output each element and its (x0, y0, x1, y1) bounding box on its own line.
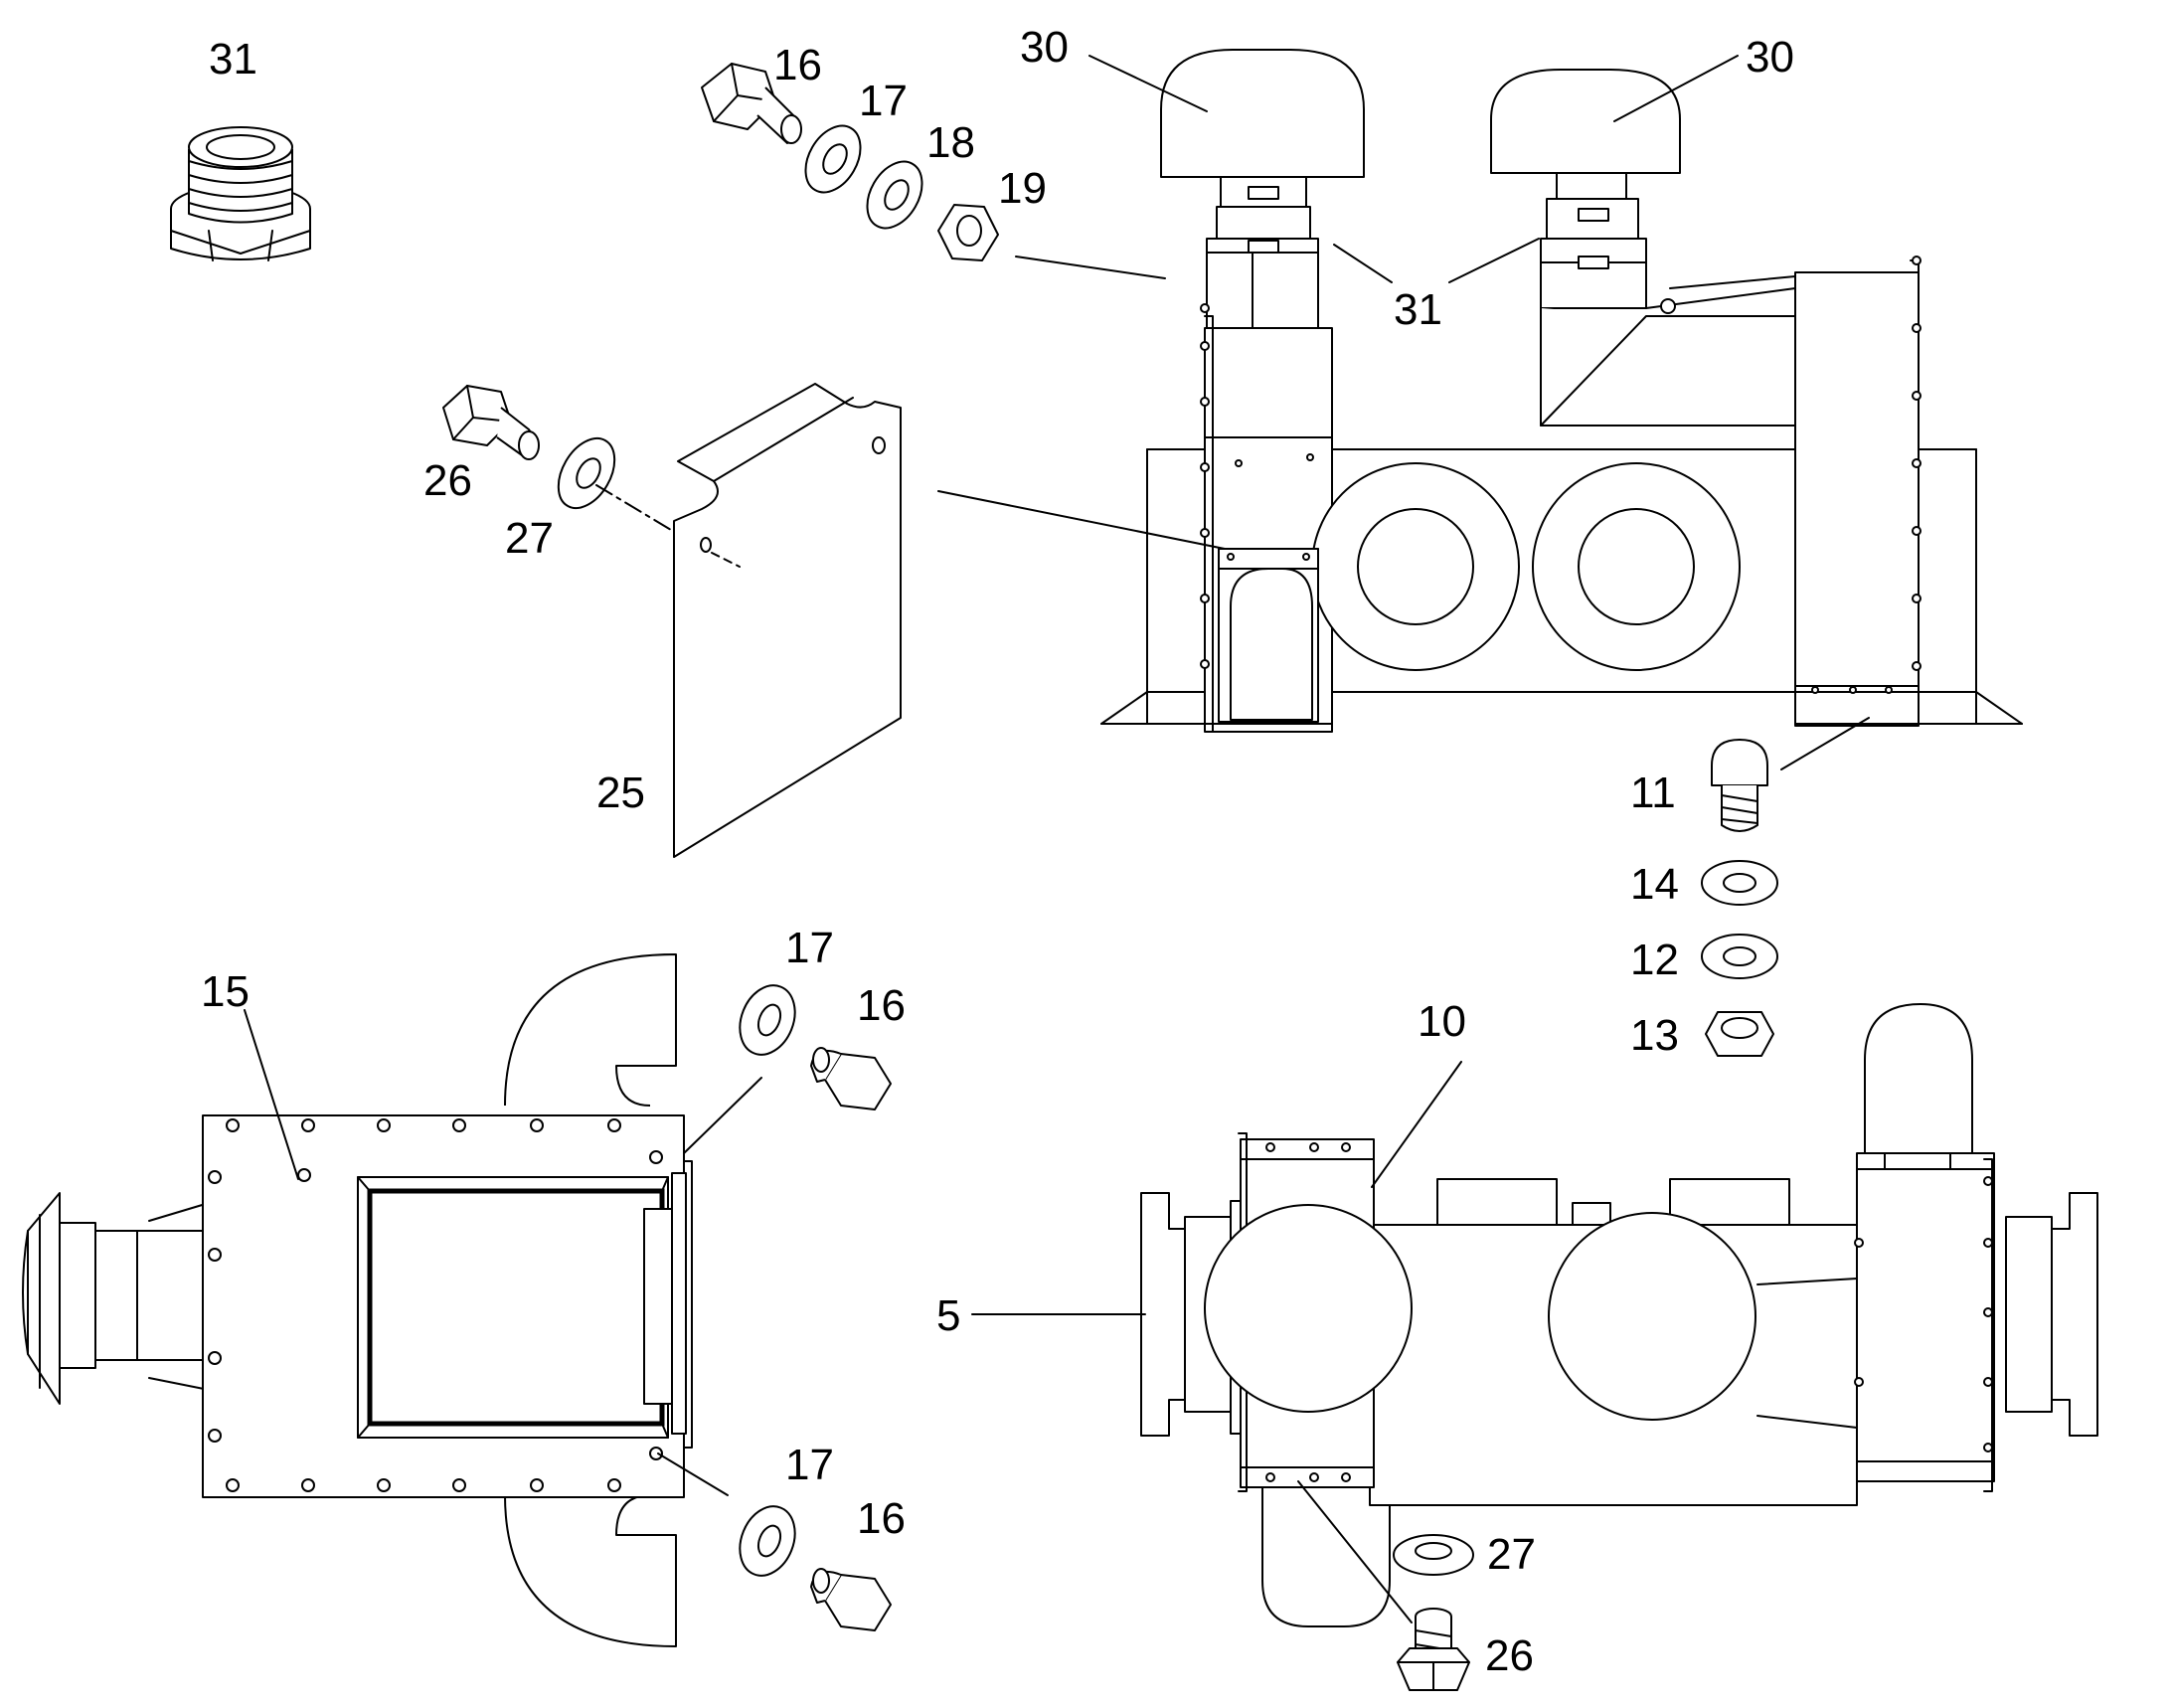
rivet-row-right-icon (1912, 256, 1922, 671)
rivet-border-icon (208, 1118, 663, 1492)
washer-14-icon (1701, 860, 1778, 906)
callout-27-bot: 27 (1487, 1530, 1536, 1579)
front-assembly (22, 953, 693, 1647)
callout-labels: 31 16 17 18 19 30 30 31 26 27 25 11 14 1… (201, 23, 1794, 1680)
washer-12-icon (1701, 934, 1778, 979)
callout-16-top: 16 (773, 41, 822, 89)
callout-10: 10 (1418, 997, 1466, 1046)
washer-27-bot-icon (1393, 1534, 1474, 1576)
plug-fitting-icon (170, 126, 311, 261)
callout-27-top: 27 (505, 514, 554, 563)
callout-18-top: 18 (926, 118, 975, 167)
rain-cap-left-icon (1160, 49, 1365, 178)
callout-26-top: 26 (423, 456, 472, 505)
washer-18-top-icon (866, 160, 923, 230)
washer-27-top-icon (557, 436, 616, 510)
hex-nut-19-top-icon (937, 204, 999, 261)
callout-5: 5 (936, 1291, 960, 1340)
callout-26-bot: 26 (1485, 1631, 1534, 1680)
hex-bolt-16-mid-icon (810, 1047, 892, 1110)
bolt-11-icon (1711, 739, 1768, 832)
callout-16-mid: 16 (857, 981, 906, 1030)
callout-30-right: 30 (1746, 33, 1794, 82)
callout-31-plug: 31 (209, 35, 257, 84)
plan-assembly (1140, 1003, 2098, 1627)
hex-bolt-16-low-icon (810, 1568, 892, 1631)
callout-12: 12 (1630, 936, 1679, 984)
callout-19-top: 19 (998, 164, 1047, 213)
callout-14: 14 (1630, 860, 1679, 909)
hex-bolt-16-top-icon (701, 63, 802, 144)
rain-cap-right-icon (1490, 69, 1681, 174)
cover-plate-25-icon (673, 383, 902, 858)
callout-17-low: 17 (785, 1441, 834, 1489)
hex-nut-13-icon (1705, 1011, 1774, 1057)
top-assembly (1100, 49, 2023, 733)
callout-17-mid: 17 (785, 924, 834, 972)
callout-17-top: 17 (859, 77, 908, 125)
callout-16-low: 16 (857, 1494, 906, 1543)
washer-17-mid-icon (739, 984, 796, 1056)
washer-17-top-icon (804, 124, 862, 194)
rivet-row-left-icon (1200, 303, 1314, 669)
callout-31-clamp: 31 (1394, 285, 1442, 334)
callout-15: 15 (201, 967, 250, 1016)
bolt-26-top-icon (442, 385, 540, 460)
callout-11: 11 (1630, 769, 1676, 817)
washer-17-low-icon (739, 1505, 796, 1577)
bolt-26-bot-icon (1397, 1608, 1470, 1691)
leader-lines (244, 55, 1870, 1623)
callout-30-left: 30 (1020, 23, 1069, 72)
callout-25: 25 (596, 769, 645, 817)
callout-13: 13 (1630, 1011, 1679, 1060)
